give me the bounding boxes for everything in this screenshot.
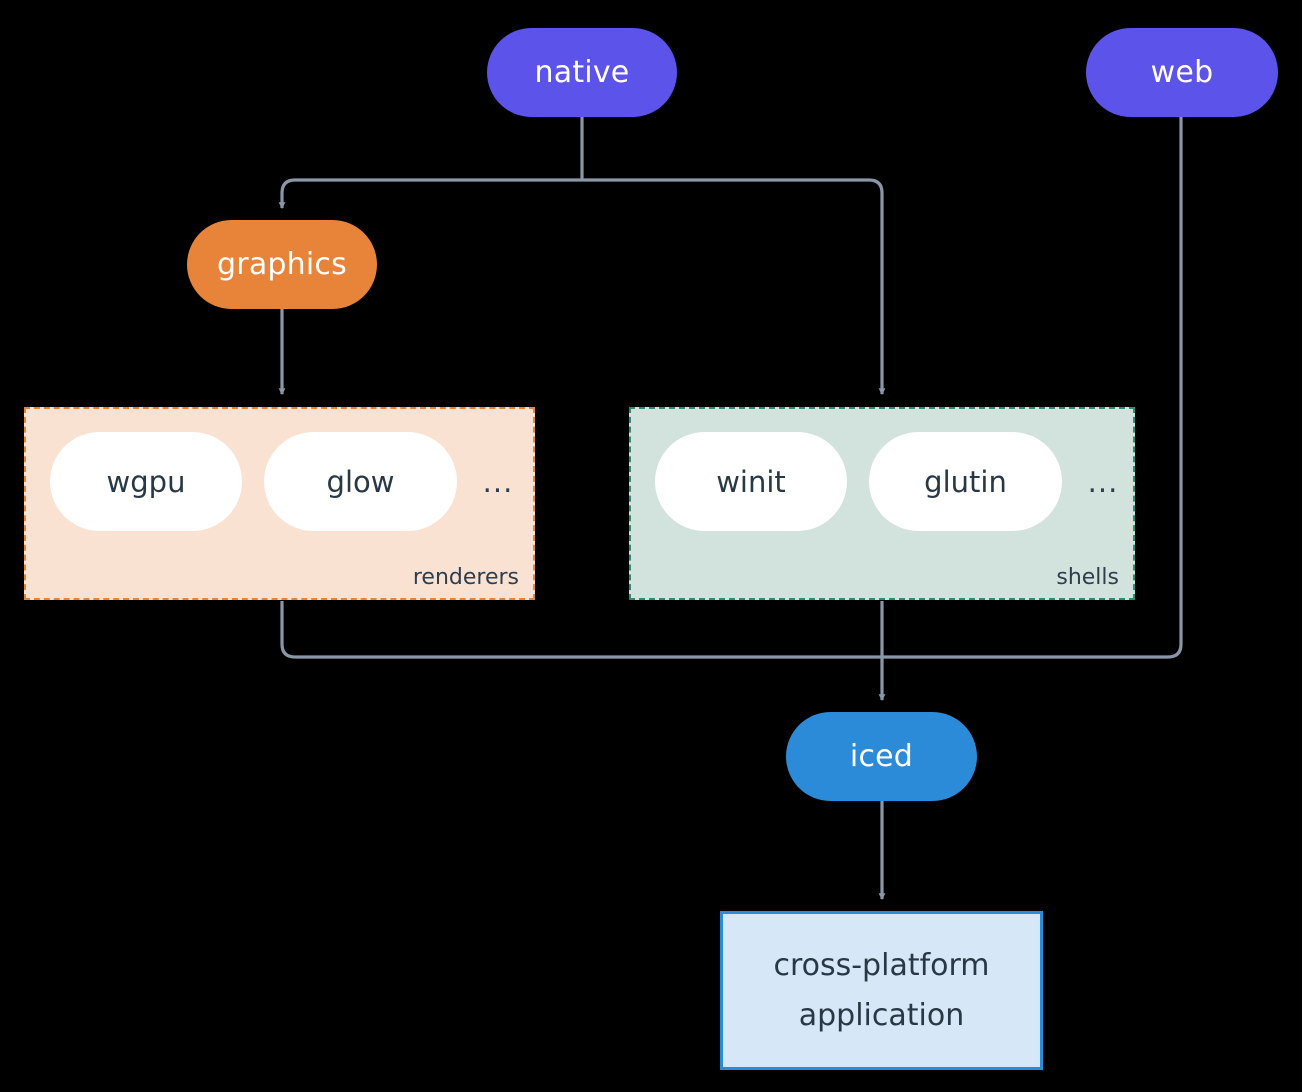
node-application-label-line2: application (798, 997, 965, 1033)
node-native[interactable]: native (487, 28, 677, 117)
shells-overflow-label: ... (1087, 464, 1119, 499)
group-shells-label: shells (1056, 565, 1119, 590)
node-application-label-line1: cross-platform (773, 948, 990, 983)
node-iced-label: iced (849, 739, 914, 774)
node-cross-platform-application[interactable]: cross-platform application (720, 911, 1043, 1070)
renderers-overflow-ellipsis: ... (478, 432, 518, 531)
node-winit[interactable]: winit (655, 432, 847, 531)
node-glow[interactable]: glow (264, 432, 457, 531)
renderers-overflow-label: ... (482, 464, 514, 499)
node-glutin[interactable]: glutin (869, 432, 1062, 531)
node-web[interactable]: web (1086, 28, 1278, 117)
node-web-label: web (1150, 55, 1214, 90)
shells-overflow-ellipsis: ... (1083, 432, 1123, 531)
group-renderers[interactable]: wgpu glow ... renderers (24, 407, 535, 600)
edge-native-to-shells (582, 178, 886, 396)
node-glow-label: glow (326, 464, 395, 499)
node-iced[interactable]: iced (786, 712, 977, 801)
node-winit-label: winit (716, 464, 786, 499)
node-wgpu[interactable]: wgpu (50, 432, 242, 531)
node-glutin-label: glutin (924, 464, 1007, 499)
group-renderers-label: renderers (412, 565, 519, 590)
node-graphics-label: graphics (217, 247, 347, 282)
node-native-label: native (534, 55, 630, 90)
edge-native-to-graphics (278, 178, 582, 210)
group-shells[interactable]: winit glutin ... shells (629, 407, 1135, 600)
node-graphics[interactable]: graphics (187, 220, 377, 309)
node-wgpu-label: wgpu (106, 464, 186, 499)
edge-renderers-to-iced (280, 601, 882, 659)
